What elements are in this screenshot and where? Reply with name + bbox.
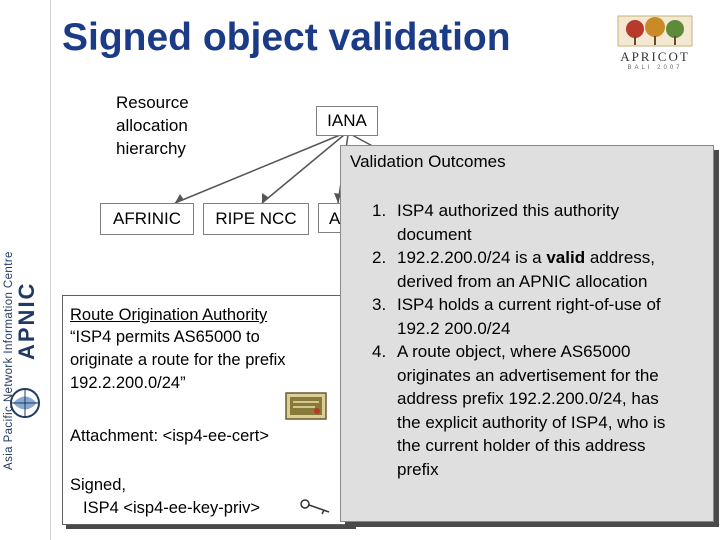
slide-title: Signed object validation — [62, 16, 511, 59]
outcome-line: A route object, where AS65000 — [397, 342, 631, 361]
sidebar: Asia Pacific Network Information Centre … — [0, 0, 51, 540]
iana-node: IANA — [316, 106, 378, 136]
roa-attachment: Attachment: <isp4-ee-cert> — [70, 427, 270, 445]
ripe-ncc-node: RIPE NCC — [203, 203, 309, 235]
outcome-line: ISP4 holds a current right-of-use of — [397, 295, 661, 314]
outcome-line-emphasis: 192.2.200.0/24 is a valid address, — [397, 248, 656, 267]
hierarchy-label-line-2: allocation — [116, 116, 188, 135]
afrinic-node: AFRINIC — [100, 203, 194, 235]
outcome-line: the explicit authority of ISP4, who is — [397, 412, 666, 432]
outcome-number: 3. — [372, 295, 387, 314]
key-icon — [300, 499, 330, 515]
outcome-number: 2. — [372, 248, 387, 267]
roa-signer: ISP4 <isp4-ee-key-priv> — [83, 499, 260, 517]
roa-heading: Route Origination Authority — [70, 306, 268, 324]
apricot-tree-icon — [617, 15, 693, 47]
apricot-logo: APRICOT BALI 2007 — [600, 12, 710, 78]
outcome-number: 1. — [372, 201, 387, 220]
outcome-item-3: 3. ISP4 holds a current right-of-use of … — [372, 293, 697, 340]
outcome-number: 4. — [372, 342, 387, 361]
roa-statement-line-3: 192.2.200.0/24” — [70, 374, 186, 392]
hierarchy-label-line-3: hierarchy — [116, 139, 186, 158]
outcomes-list: 1. ISP4 authorized this authority docume… — [341, 199, 697, 481]
roa-document: Route Origination Authority “ISP4 permit… — [62, 295, 352, 525]
certificate-icon — [285, 392, 327, 420]
outcome-line: ISP4 authorized this authority — [397, 201, 620, 220]
apricot-subtitle: BALI 2007 — [627, 65, 683, 71]
apricot-name: APRICOT — [620, 49, 690, 64]
validation-outcomes-panel: Validation Outcomes 1. ISP4 authorized t… — [340, 145, 714, 522]
outcome-line: the current holder of this address — [397, 436, 646, 455]
outcome-line: originates an advertisement for the — [397, 365, 659, 385]
roa-statement-line-2: originate a route for the prefix — [70, 351, 286, 369]
roa-statement-line-1: “ISP4 permits AS65000 to — [70, 328, 260, 346]
hierarchy-label-line-1: Resource — [116, 93, 189, 112]
apnic-globe-icon — [10, 388, 40, 418]
outcome-line: 192.2 200.0/24 — [397, 318, 511, 338]
outcomes-title: Validation Outcomes — [350, 152, 506, 171]
outcome-line: prefix — [397, 459, 439, 479]
outcome-line: derived from an APNIC allocation — [397, 271, 648, 291]
outcome-item-2: 2. 192.2.200.0/24 is a valid address, de… — [372, 246, 697, 293]
outcome-line: document — [397, 224, 472, 244]
outcome-line: address prefix 192.2.200.0/24, has — [397, 389, 659, 408]
outcome-item-1: 1. ISP4 authorized this authority docume… — [372, 199, 697, 246]
roa-signed: Signed, — [70, 476, 126, 494]
outcome-item-4: 4. A route object, where AS65000 origina… — [372, 340, 697, 481]
emphasis-word: valid — [546, 248, 586, 267]
